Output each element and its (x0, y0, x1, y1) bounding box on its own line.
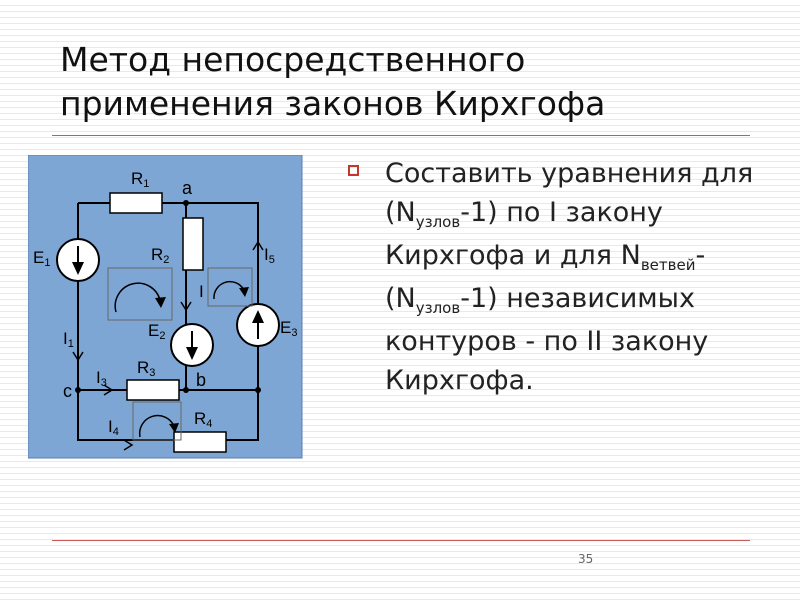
resistor-r3 (126, 379, 180, 401)
current-arrow-i3 (103, 384, 114, 396)
title-line-1: Метод непосредственного (60, 40, 526, 79)
label-node-a: a (182, 178, 193, 198)
label-node-c: c (63, 381, 72, 401)
node-dot-a (183, 200, 189, 206)
label-e2: E2 (148, 321, 165, 342)
node-dot-b (183, 387, 189, 393)
bullet-text: Составить уравнения для (Nузлов-1) по I … (385, 154, 775, 400)
label-r2: R2 (151, 245, 169, 266)
resistor-r2 (182, 217, 204, 271)
slide-title: Метод непосредственного применения закон… (60, 38, 780, 126)
label-i5: I5 (264, 245, 275, 266)
label-e3: E3 (280, 318, 297, 339)
subscript-branches: ветвей (640, 256, 696, 274)
title-line-2: применения законов Кирхгофа (60, 84, 606, 123)
current-arrow-i2 (180, 301, 192, 312)
subscript-nodes-1: узлов (415, 213, 461, 231)
footer-divider (52, 540, 750, 541)
label-r1: R1 (131, 169, 149, 190)
source-e2 (170, 323, 214, 367)
node-dot-c (75, 387, 81, 393)
source-e3 (236, 303, 280, 347)
bullet-part-4: -1) независимых контуров - по II закону … (385, 283, 709, 396)
label-i2: I (199, 282, 204, 301)
label-r3: R3 (137, 358, 155, 379)
label-i4: I4 (108, 417, 119, 438)
label-node-b: b (196, 370, 206, 390)
title-divider (52, 135, 750, 136)
source-e1 (56, 238, 100, 282)
label-i3: I3 (96, 368, 107, 389)
current-arrow-i4 (123, 439, 134, 451)
resistor-r4 (173, 431, 227, 453)
label-e1: E1 (33, 248, 50, 269)
loop-2 (207, 267, 253, 307)
bullet-part-2: -1) по I закону Кирхгофа и для N (385, 197, 663, 271)
resistor-r1 (109, 192, 163, 214)
current-arrow-i5 (252, 240, 264, 251)
bullet-marker-icon (348, 165, 359, 176)
label-i1: I1 (63, 329, 74, 350)
node-dot-b-right (255, 387, 261, 393)
loop-1 (107, 267, 173, 321)
current-arrow-i1 (72, 351, 84, 362)
bullet-part-3: - (N (385, 240, 706, 314)
label-r4: R4 (194, 409, 212, 430)
circuit-diagram: R1 a E1 R2 I5 I E2 E3 I1 R3 c I3 b R4 I4 (28, 155, 303, 459)
bullet-part-1: Составить уравнения для (N (385, 158, 754, 228)
loop-3 (132, 401, 182, 441)
subscript-nodes-2: узлов (415, 299, 461, 317)
page-number: 35 (578, 552, 594, 566)
